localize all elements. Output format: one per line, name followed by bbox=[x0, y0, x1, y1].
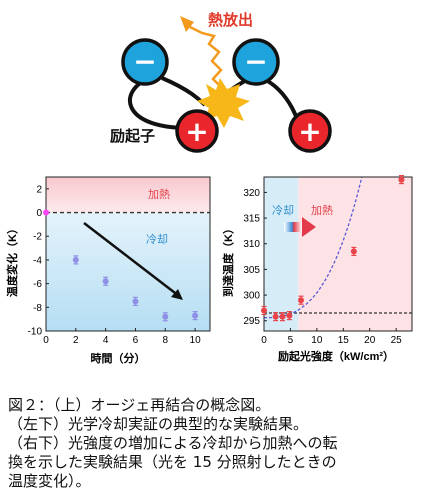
left-y-tick-label: -8 bbox=[33, 303, 42, 314]
right-data-point bbox=[279, 313, 286, 320]
plus-symbol-right: + bbox=[298, 115, 321, 148]
right-y-tick-label: 305 bbox=[243, 265, 260, 276]
right-plot-frame bbox=[263, 176, 413, 332]
right-data-point bbox=[298, 297, 304, 304]
minus-symbol-left: − bbox=[133, 45, 156, 78]
left-data-point bbox=[132, 298, 139, 305]
right-x-tick-label: 15 bbox=[338, 335, 350, 346]
left-data-point bbox=[43, 209, 49, 216]
figure: − − + + 熱放出 励起子 0 2 4 6 8 10 2 0 -2 -4 -6 -8 -10 加熱 … bbox=[5, 11, 413, 365]
right-y-tick-label: 320 bbox=[243, 188, 260, 199]
left-data-point bbox=[162, 313, 169, 320]
right-x-tick-label: 20 bbox=[364, 335, 376, 346]
left-y-tick-label: 2 bbox=[36, 184, 42, 195]
trend-arrowhead bbox=[171, 289, 183, 300]
left-x-tick-label: 2 bbox=[73, 335, 79, 346]
left-plot-frame bbox=[45, 176, 211, 332]
right-x-axis-label: 励起光強度（kW/cm²） bbox=[278, 349, 394, 363]
right-heating-label: 加熱 bbox=[311, 204, 333, 217]
right-y-tick-label: 295 bbox=[243, 316, 260, 327]
transition-arrow bbox=[284, 222, 302, 232]
right-x-tick-label: 25 bbox=[391, 335, 403, 346]
left-data-point bbox=[72, 256, 79, 263]
transition-arrowhead bbox=[302, 217, 316, 237]
left-cooling-label: 冷却 bbox=[146, 233, 168, 246]
right-cooling-region bbox=[264, 177, 299, 331]
left-y-tick-label: -6 bbox=[33, 279, 42, 290]
hole-left: − bbox=[121, 38, 169, 86]
right-y-tick-label: 315 bbox=[243, 214, 260, 225]
right-data-point bbox=[286, 312, 293, 319]
left-y-tick-label: 0 bbox=[36, 208, 42, 219]
right-x-tick-label: 0 bbox=[261, 335, 267, 346]
electron-right: + bbox=[288, 109, 332, 153]
electron-left: + bbox=[175, 109, 219, 153]
right-chart: 0 5 10 15 20 25 320 315 310 305 300 295 冷却 加熱 励起光強度… bbox=[221, 174, 413, 363]
left-chart: 0 2 4 6 8 10 2 0 -2 -4 -6 -8 -10 加熱 冷却 時間（分） 温度変化（K） bbox=[5, 176, 211, 365]
right-y-tick-label: 300 bbox=[243, 291, 260, 302]
right-data-point bbox=[261, 307, 267, 314]
right-y-axis-label: 到達温度（K） bbox=[221, 223, 235, 297]
left-y-tick-label: -2 bbox=[33, 232, 42, 243]
right-data-point bbox=[272, 313, 279, 320]
left-x-tick-label: 8 bbox=[162, 335, 168, 346]
left-x-tick-label: 4 bbox=[103, 335, 109, 346]
right-y-tick-label: 310 bbox=[243, 239, 260, 250]
left-x-tick-label: 10 bbox=[190, 335, 202, 346]
right-x-tick-label: 5 bbox=[288, 335, 294, 346]
concept-diagram: − − + + 熱放出 励起子 bbox=[110, 11, 332, 153]
right-data-point bbox=[350, 248, 357, 255]
left-x-tick-label: 0 bbox=[43, 335, 49, 346]
left-y-axis-label: 温度変化（K） bbox=[5, 223, 19, 297]
right-cooling-label: 冷却 bbox=[272, 204, 294, 217]
heat-arrowhead bbox=[180, 16, 194, 32]
heat-release-label: 熱放出 bbox=[208, 11, 253, 29]
plus-symbol-left: + bbox=[185, 115, 208, 148]
left-y-tick-label: -4 bbox=[33, 255, 42, 266]
left-x-axis-label: 時間（分） bbox=[91, 351, 146, 365]
minus-symbol-right: − bbox=[244, 45, 267, 78]
hole-right: − bbox=[232, 38, 280, 86]
caption-line-4: 換を示した実験結果（光を 15 分照射したときの bbox=[8, 453, 337, 471]
caption-line-3: （右下）光強度の増加による冷却から加熱への転 bbox=[8, 434, 338, 452]
left-x-tick-label: 6 bbox=[133, 335, 139, 346]
exciton-label: 励起子 bbox=[110, 127, 155, 145]
left-data-point bbox=[192, 312, 199, 319]
right-data-point bbox=[398, 176, 405, 183]
left-y-tick-label: -10 bbox=[28, 327, 43, 338]
left-cooling-region bbox=[46, 212, 210, 331]
right-x-tick-label: 10 bbox=[311, 335, 323, 346]
left-data-point bbox=[102, 278, 109, 285]
caption-line-1: 図２：（上）オージェ再結合の概念図。 bbox=[8, 396, 271, 414]
trend-arrow bbox=[83, 222, 180, 297]
left-heating-label: 加熱 bbox=[148, 188, 170, 201]
caption-line-2: （左下）光学冷却実証の典型的な実験結果。 bbox=[8, 415, 309, 433]
left-heating-region bbox=[46, 177, 210, 213]
caption-line-5: 温度変化）。 bbox=[8, 472, 91, 490]
